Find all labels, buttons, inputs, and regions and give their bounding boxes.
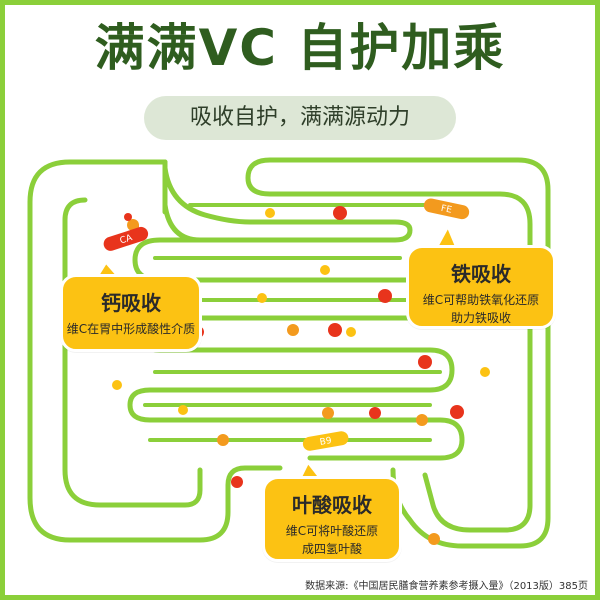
dot-orange: [428, 533, 440, 545]
dot-orange: [127, 219, 139, 231]
pill-fe: FE: [423, 198, 470, 220]
pill-b9-label: B9: [319, 436, 333, 448]
folate-desc-line2: 成四氢叶酸: [301, 542, 362, 556]
pill-fe-label: FE: [440, 204, 453, 216]
iron-card: 铁吸收 维C可帮助铁氧化还原 助力铁吸收: [406, 245, 556, 329]
subtitle-pill: 吸收自护，满满源动力: [144, 96, 456, 140]
dot-red: [418, 355, 432, 369]
dot-orange: [416, 414, 428, 426]
dot-yellow: [265, 208, 275, 218]
dot-yellow: [480, 367, 490, 377]
calcium-card: 钙吸收 维C在胃中形成酸性介质: [60, 274, 202, 352]
dot-red: [369, 407, 381, 419]
dot-red: [450, 405, 464, 419]
dot-orange: [287, 324, 299, 336]
dot-red: [231, 476, 243, 488]
calcium-heading: 钙吸收: [101, 291, 161, 315]
pill-b9: B9: [302, 431, 349, 451]
dot-red: [378, 289, 392, 303]
intestine-inner-left-wall: [62, 159, 203, 508]
intestine-outer-outline: [27, 157, 551, 549]
folate-heading: 叶酸吸收: [292, 493, 372, 517]
source-citation: 数据来源:《中国居民膳食营养素参考摄入量》（2013版）385页: [305, 581, 588, 592]
folate-card: 叶酸吸收 维C可将叶酸还原 成四氢叶酸: [262, 476, 402, 562]
iron-desc-line2: 助力铁吸收: [450, 311, 511, 325]
dot-red: [124, 213, 132, 221]
dot-red: [328, 323, 342, 337]
iron-desc-line1: 维C可帮助铁氧化还原: [422, 293, 540, 307]
dot-yellow: [346, 327, 356, 337]
dot-orange: [322, 407, 334, 419]
dot-red: [333, 206, 347, 220]
folate-desc-line1: 维C可将叶酸还原: [285, 524, 379, 538]
dot-yellow: [112, 380, 122, 390]
page-title: 满满VC 自护加乘: [94, 19, 506, 77]
calcium-desc: 维C在胃中形成酸性介质: [66, 322, 196, 336]
dot-yellow: [320, 265, 330, 275]
dot-orange: [217, 434, 229, 446]
dot-yellow: [178, 405, 188, 415]
dot-yellow: [257, 293, 267, 303]
pill-ca: CA: [103, 226, 149, 251]
intestine-middle-loops: [143, 203, 442, 442]
pill-ca-label: CA: [119, 233, 135, 247]
intestine-serpentine-loops: [127, 165, 465, 461]
iron-heading: 铁吸收: [451, 262, 511, 286]
